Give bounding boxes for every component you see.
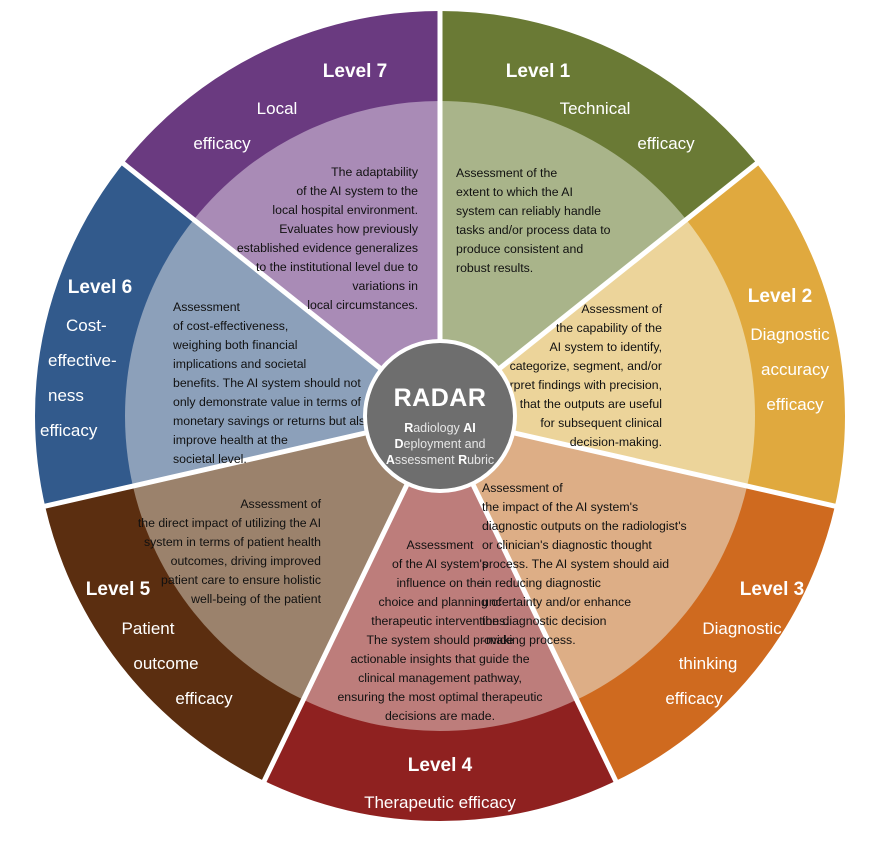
inner-ring	[125, 101, 755, 732]
level-6: Level 6 Cost-effective-ness efficacy Assess…	[40, 277, 372, 466]
level-2-name-line: accuracy	[761, 360, 830, 379]
level-1-name-line: efficacy	[637, 134, 695, 153]
level-3-name-line: Diagnostic	[702, 619, 782, 638]
level-3-name-line: thinking	[679, 654, 738, 673]
level-2: Level 2 Diagnostic accuracy efficacy Assessm…	[469, 286, 830, 449]
level-5-title: Level 5	[86, 579, 151, 600]
level-5-name-line: outcome	[133, 654, 198, 673]
wheel-outline	[33, 9, 847, 823]
level-2-title: Level 2	[748, 286, 812, 307]
level-1-name-line: Technical	[560, 99, 631, 118]
level-6-title: Level 6	[68, 277, 132, 298]
level-6-name-line: efficacy	[40, 421, 98, 440]
level-5-name-line: efficacy	[175, 689, 233, 708]
level-2-inner-sector	[440, 219, 755, 487]
hub-title: RADAR	[394, 384, 487, 412]
level-7-name-line: efficacy	[193, 134, 251, 153]
level-6-name-line: effective-	[48, 351, 117, 370]
level-3-title: Level 3	[740, 579, 804, 600]
level-6-name-line: ness	[48, 386, 84, 405]
level-3: Level 3 Diagnostic thinking efficacy Assessm…	[482, 481, 804, 708]
level-4-inner-sector	[303, 416, 577, 732]
level-1-inner-sector	[440, 101, 687, 416]
level-2-name-line: Diagnostic	[750, 325, 830, 344]
level-3-inner-sector	[440, 416, 748, 700]
level-5-inner-sector	[132, 416, 440, 700]
level-5-name-line: Patient	[122, 619, 175, 638]
level-7-inner-sector	[193, 101, 440, 416]
level-4-name-line: Therapeutic efficacy	[364, 793, 516, 812]
level-5: Level 5 Patient outcome efficacy Assessment …	[86, 497, 322, 708]
level-7-name-line: Local	[257, 99, 298, 118]
level-6-name-line: Cost-	[66, 316, 107, 335]
level-7-title: Level 7	[323, 61, 387, 82]
level-1-title: Level 1	[506, 61, 571, 82]
level-6-inner-sector	[125, 219, 440, 487]
level-3-name-line: efficacy	[665, 689, 723, 708]
level-2-name-line: efficacy	[766, 395, 824, 414]
level-4-title: Level 4	[408, 755, 473, 776]
hub-circle	[363, 339, 517, 493]
